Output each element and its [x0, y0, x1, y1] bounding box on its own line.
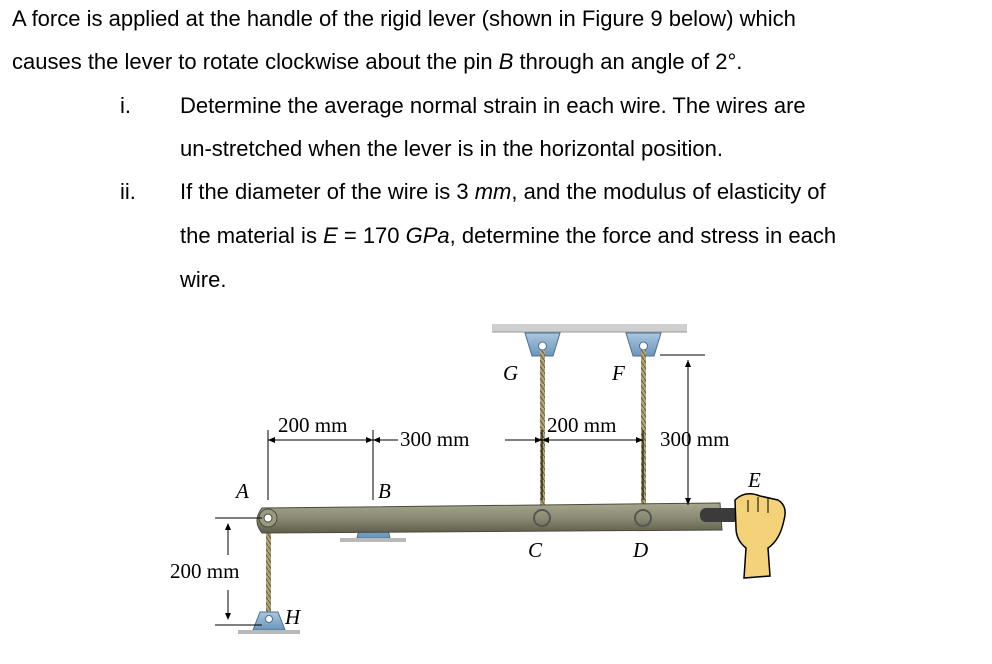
dimension-lines	[215, 354, 705, 626]
dim-bc: 300 mm	[400, 427, 469, 451]
support-f	[625, 332, 662, 357]
label-a: A	[234, 479, 249, 503]
label-g: G	[503, 361, 518, 385]
dim-ah: 200 mm	[170, 559, 239, 583]
problem-intro-line-1: A force is applied at the handle of the …	[12, 6, 796, 31]
wire-ah	[266, 522, 271, 622]
ceiling	[492, 324, 687, 332]
hand-icon	[734, 493, 786, 579]
item-i-line-2: un-stretched when the lever is in the ho…	[180, 136, 723, 161]
dim-cd: 200 mm	[547, 413, 616, 437]
label-e: E	[747, 468, 761, 492]
label-h: H	[284, 605, 302, 629]
problem-intro-line-2: causes the lever to rotate clockwise abo…	[12, 49, 743, 74]
item-ii-line-3: wire.	[180, 267, 227, 292]
label-b: B	[378, 479, 391, 503]
label-c: C	[528, 538, 543, 562]
label-f: F	[611, 361, 625, 385]
rigid-lever	[256, 502, 723, 534]
item-ii-marker: ii.	[120, 179, 136, 204]
dim-de: 300 mm	[660, 427, 729, 451]
item-ii-line-1: If the diameter of the wire is 3 mm, and…	[180, 179, 826, 204]
dim-ab: 200 mm	[278, 413, 347, 437]
item-i-marker: i.	[120, 93, 131, 118]
label-d: D	[632, 538, 648, 562]
item-ii-line-2: the material is E = 170 GPa, determine t…	[180, 223, 837, 248]
item-i-line-1: Determine the average normal strain in e…	[180, 93, 806, 118]
